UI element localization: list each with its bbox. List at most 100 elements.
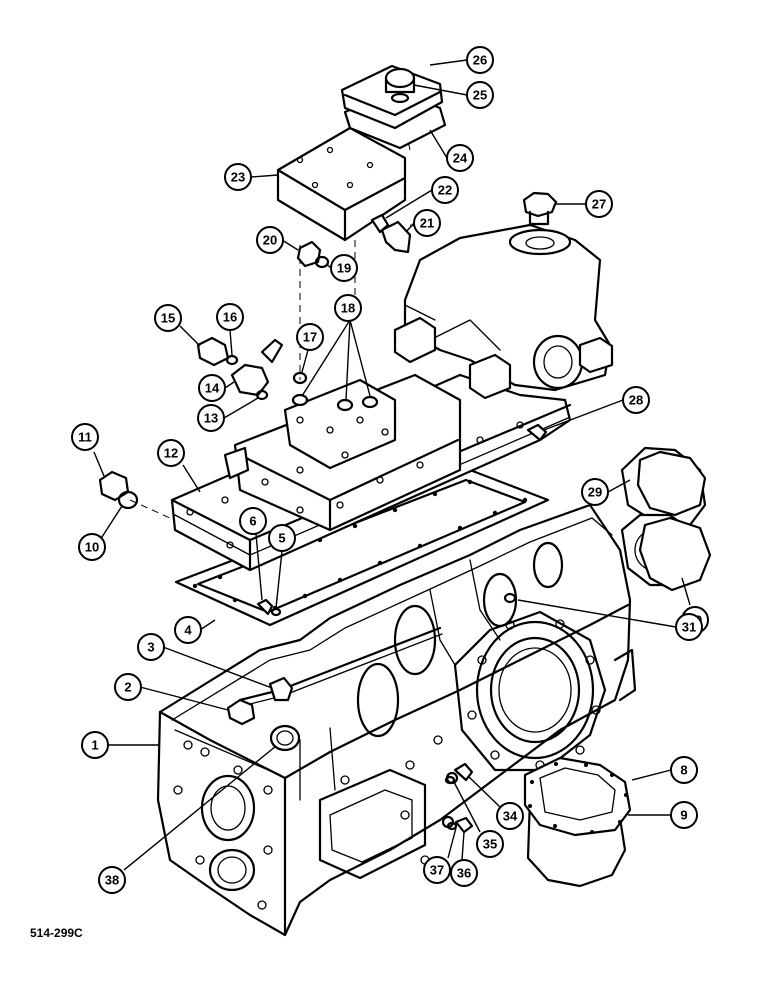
callout-8: 8	[670, 756, 698, 784]
callout-label: 2	[124, 680, 131, 695]
callout-label: 38	[105, 873, 119, 888]
o-ring-10	[117, 490, 139, 510]
callout-label: 9	[680, 808, 687, 823]
callout-label: 28	[629, 393, 643, 408]
o-ring-16	[225, 354, 239, 366]
side-plate-and-gasket	[523, 756, 632, 888]
o-ring-17	[292, 371, 308, 385]
callout-34: 34	[496, 802, 524, 830]
callout-label: 18	[341, 301, 355, 316]
side-cover-gaskets	[620, 446, 712, 592]
callout-9: 9	[670, 801, 698, 829]
callout-label: 24	[453, 151, 468, 166]
callout-21: 21	[413, 209, 441, 237]
plug-31	[503, 592, 517, 604]
valve-fitting-15	[196, 336, 230, 367]
drawing-reference-code: 514-299C	[30, 926, 83, 940]
callout-label: 25	[473, 88, 487, 103]
callout-29: 29	[581, 478, 609, 506]
callout-12: 12	[157, 439, 185, 467]
plug-11	[98, 470, 130, 502]
callout-3: 3	[137, 633, 165, 661]
callout-label: 36	[457, 866, 471, 881]
callout-5: 5	[268, 524, 296, 552]
plug-34	[453, 762, 474, 782]
callout-14: 14	[198, 374, 226, 402]
callout-16: 16	[216, 303, 244, 331]
cover-bolt-holes	[186, 421, 524, 549]
callout-15: 15	[154, 304, 182, 332]
callout-label: 8	[680, 763, 687, 778]
callout-10: 10	[78, 533, 106, 561]
callout-6: 6	[239, 507, 267, 535]
valve-cover	[340, 64, 444, 130]
callout-label: 10	[85, 540, 99, 555]
callout-17: 17	[296, 323, 324, 351]
callout-label: 12	[164, 446, 178, 461]
callout-label: 37	[430, 863, 444, 878]
plug-20	[296, 240, 322, 268]
callout-36: 36	[450, 859, 478, 887]
o-rings-18	[291, 393, 379, 412]
front-bolt-holes	[173, 740, 273, 910]
callout-label: 29	[588, 485, 602, 500]
callout-label: 3	[147, 640, 154, 655]
leader-lines	[93, 59, 691, 871]
plug-38	[269, 724, 301, 752]
callout-27: 27	[585, 190, 613, 218]
callout-label: 20	[263, 233, 277, 248]
callout-13: 13	[197, 404, 225, 432]
callout-37: 37	[423, 856, 451, 884]
callout-2: 2	[114, 673, 142, 701]
callout-label: 31	[682, 620, 696, 635]
callout-26: 26	[466, 46, 494, 74]
callout-label: 23	[231, 170, 245, 185]
callout-35: 35	[476, 830, 504, 858]
callout-label: 1	[91, 738, 98, 753]
plug-28	[526, 423, 548, 442]
callout-label: 19	[337, 261, 351, 276]
adapter-22	[370, 213, 390, 234]
callout-28: 28	[622, 386, 650, 414]
o-ring-37	[446, 821, 458, 831]
callout-label: 6	[249, 514, 256, 529]
o-ring-35	[444, 775, 456, 785]
callout-label: 27	[592, 197, 606, 212]
callout-label: 5	[278, 531, 285, 546]
callout-20: 20	[256, 226, 284, 254]
callout-11: 11	[71, 423, 99, 451]
breather-cap-27	[522, 191, 558, 226]
o-ring-5	[270, 607, 282, 617]
callout-label: 26	[473, 53, 487, 68]
rear-bearing-housing	[453, 610, 607, 772]
callouts: 1 2 3 4 5 6 8 9 10 11 12 13 14 15 16 17 …	[71, 46, 709, 894]
callout-31: 31	[675, 613, 703, 641]
callout-label: 14	[205, 381, 220, 396]
callout-label: 17	[303, 330, 317, 345]
callout-23: 23	[224, 163, 252, 191]
o-ring-13	[255, 389, 269, 401]
callout-25: 25	[466, 81, 494, 109]
o-ring-19	[314, 255, 330, 269]
fitting-3-elbow	[268, 676, 294, 702]
callout-24: 24	[446, 144, 474, 172]
callout-label: 16	[223, 310, 237, 325]
plug-36	[454, 816, 474, 834]
callout-18: 18	[334, 294, 362, 322]
callout-4: 4	[174, 616, 202, 644]
transmission-housing	[156, 503, 637, 937]
callout-label: 11	[78, 430, 92, 445]
callout-label: 35	[483, 837, 497, 852]
callout-label: 4	[184, 623, 192, 638]
callout-19: 19	[330, 254, 358, 282]
union-fitting-2	[226, 698, 256, 726]
callout-label: 13	[204, 411, 218, 426]
top-cover	[170, 223, 614, 572]
callout-label: 21	[420, 216, 434, 231]
plug-6	[256, 598, 274, 616]
callout-label: 34	[503, 809, 518, 824]
callout-label: 22	[438, 183, 452, 198]
callout-22: 22	[431, 176, 459, 204]
callout-1: 1	[81, 731, 109, 759]
